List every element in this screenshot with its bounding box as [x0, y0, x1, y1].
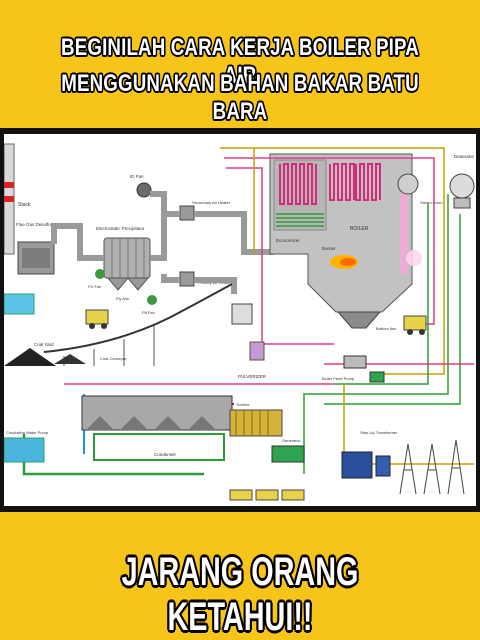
bottom-equipment — [229, 489, 305, 501]
label-boiler: BOILER — [350, 226, 369, 232]
stack: Stack — [4, 143, 31, 255]
label-stack: Stack — [18, 202, 31, 208]
ash-truck-left — [85, 309, 109, 329]
label-coal-yard: Coal Yard — [34, 342, 54, 347]
label-boiler-feed-pump: Boiler Feed Pump — [322, 376, 355, 381]
steam-drum: Steam Drum — [397, 173, 443, 205]
turbine-condenser: Condenser — [81, 395, 233, 461]
label-steam-drum: Steam Drum — [420, 200, 443, 205]
label-condenser: Condenser — [154, 452, 177, 457]
boiler-feed-pump: Boiler Feed Pump — [322, 355, 385, 383]
label-id-fan: ID Fan — [130, 174, 144, 179]
label-transformer: Step-Up Transformer — [360, 430, 398, 435]
ash-truck-right — [403, 315, 427, 335]
headline-line-2: MENGGUNAKAN BAHAN BAKAR BATU BARA — [61, 70, 419, 125]
label-fd-fan: FD Fan — [88, 284, 101, 289]
label-pa-fan: PA Fan — [142, 310, 155, 315]
label-generator: Generator — [282, 438, 301, 443]
diagram-svg: Stack Flue Gas Desulfurization Electrost… — [4, 143, 475, 501]
headline-line-1: BEGINILAH CARA KERJA BOILER PIPA AIR — [61, 34, 419, 89]
label-circulating-water-pump: Circulating Water Pump — [6, 430, 49, 435]
flue-gas-ducts — [51, 191, 274, 294]
label-bottom-ash: Bottom Ash — [376, 326, 396, 331]
label-fly-ash: Fly Ash — [116, 296, 129, 301]
label-sec-air-heater: Secondary Air Heater — [192, 200, 231, 205]
label-esp: Electrostatic Precipitator — [96, 226, 145, 231]
fd-fan: FD Fan — [88, 269, 105, 289]
coal-conveyor: Coal Yard Coal Conveyor — [4, 283, 233, 366]
label-burner: Burner — [322, 246, 336, 251]
boiler-process-diagram: Stack Flue Gas Desulfurization Electrost… — [4, 134, 476, 506]
pulverizer: PULVERIZER — [231, 303, 267, 379]
pa-fan: PA Fan — [142, 295, 157, 315]
label-economizer: Economizer — [276, 238, 300, 243]
label-coal-conveyor: Coal Conveyor — [100, 356, 127, 361]
label-deaerator: Deaerator — [454, 154, 475, 159]
boiler: BOILER Economizer Burner Bottom A — [269, 153, 422, 331]
footer-text: JARANG ORANG KETAHUI!! — [121, 550, 359, 639]
deaerator: Deaerator — [449, 154, 475, 209]
id-fan: ID Fan — [130, 174, 152, 198]
generator: Generator Turbine — [229, 402, 305, 463]
fgd-unit: Flue Gas Desulfurization — [16, 222, 66, 275]
electrostatic-precipitator: Electrostatic Precipitator Fly Ash — [96, 226, 151, 301]
label-pulverizer: PULVERIZER — [238, 374, 267, 379]
step-up-transformer: Step-Up Transformer — [341, 430, 465, 495]
label-turbine: Turbine — [236, 402, 250, 407]
label-fgd: Flue Gas Desulfurization — [16, 222, 66, 227]
cooling-water-left: Circulating Water Pump — [4, 293, 49, 463]
